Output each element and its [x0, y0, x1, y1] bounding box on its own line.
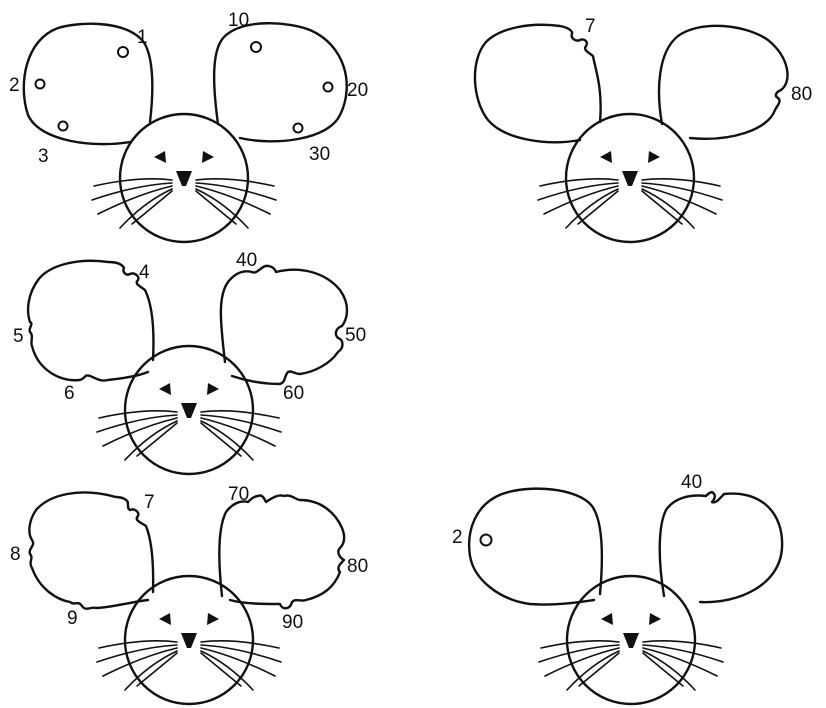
- mark-label: 2: [9, 75, 20, 96]
- right-ear: [658, 491, 784, 604]
- ear-hole: [322, 81, 334, 93]
- mark-label: 2: [452, 527, 463, 548]
- ear-hole: [34, 78, 46, 90]
- mark-label: 6: [64, 383, 75, 404]
- mouse-face: [90, 112, 278, 244]
- mark-label: 9: [67, 608, 78, 629]
- mark-label: 80: [347, 556, 368, 577]
- mouse-bottom-left: 7 8 9 70 80 90: [10, 484, 368, 706]
- mark-label: 60: [283, 383, 304, 404]
- mark-label: 70: [228, 484, 249, 505]
- mark-label: 7: [144, 492, 155, 513]
- ear-hole: [117, 46, 129, 58]
- right-ear: [657, 24, 789, 140]
- mark-label: 80: [791, 84, 812, 105]
- mark-label: 40: [681, 472, 702, 493]
- left-ear: [26, 259, 155, 382]
- left-ear: [473, 23, 602, 144]
- mark-label: 10: [228, 10, 249, 31]
- mark-label: 1: [137, 27, 148, 48]
- mouse-top-right: 7 80: [473, 16, 812, 244]
- ear-hole: [479, 533, 493, 547]
- left-ear: [468, 487, 604, 606]
- ear-hole: [57, 120, 69, 132]
- mark-label: 3: [38, 146, 49, 167]
- mark-label: 40: [236, 250, 257, 271]
- ear-hole: [250, 41, 262, 53]
- mark-label: 30: [309, 144, 330, 165]
- mouse-top-left: 1 2 3 10 20 30: [9, 10, 368, 244]
- right-ear: [212, 22, 348, 143]
- mouse-middle-left: 4 5 6 40 50 60: [13, 250, 366, 476]
- mark-label: 20: [347, 80, 368, 101]
- mark-label: 5: [13, 326, 24, 347]
- left-ear: [28, 491, 155, 610]
- mouse-face: [537, 574, 725, 706]
- mark-label: 90: [282, 612, 303, 633]
- mouse-bottom-right: 2 40: [452, 472, 784, 706]
- left-ear: [22, 22, 154, 146]
- mark-label: 4: [139, 262, 150, 283]
- mouse-face: [95, 344, 283, 476]
- mark-label: 50: [345, 325, 366, 346]
- right-ear: [218, 494, 346, 610]
- ear-hole: [292, 122, 304, 134]
- mark-label: 7: [585, 16, 596, 37]
- mark-label: 8: [10, 544, 21, 565]
- mouse-face: [536, 112, 724, 244]
- mouse-face: [95, 574, 283, 706]
- right-ear: [219, 264, 349, 386]
